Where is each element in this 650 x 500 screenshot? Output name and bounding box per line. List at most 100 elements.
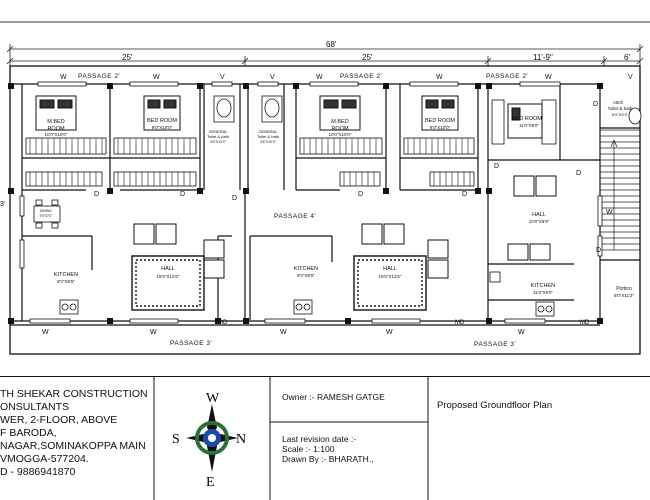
mark-w: W [150,329,157,336]
mark-w: W [386,329,393,336]
kitchen-2-label: KITCHEN [294,266,318,272]
revision-details: Last revision date :- Scale :- 1:100 Dra… [282,434,373,464]
passage-bottom-right: PASSAGE 3' [474,341,516,348]
bed-room-1-size: 9'0"X10'0" [152,125,173,130]
floor-plan-drawing: 68' 25' 25' 11'-9" 6' 3' [0,21,650,355]
passage-bottom-left: PASSAGE 3' [170,340,212,347]
scale: Scale :- 1:100 [282,444,335,454]
bed-room-3-size: 11'0"X8'0" [519,123,539,128]
mark-w: W [316,74,323,81]
dimension-seg1: 25' [122,53,133,62]
stoves [59,271,555,317]
kitchen-3-label: KITCHEN [531,283,555,289]
mark-w: W [280,329,287,336]
kitchen-1-size: 8'0"X8'6" [57,279,75,284]
mark-md: MD [580,320,590,326]
unit1-walls [21,84,241,321]
mark-d: D [180,191,185,198]
firm-line: TH SHEKAR CONSTRUCTION [0,388,148,400]
mark-v: V [270,74,275,81]
rugs [131,255,427,311]
wardrobes [25,99,557,187]
m-bed-1b-label: ROOM [47,126,65,132]
mark-w: W [42,329,49,336]
firm-details: TH SHEKAR CONSTRUCTION ONSULTANTS WER, 2… [0,388,154,479]
mark-w: W [545,74,552,81]
passage-top-left: PASSAGE 2' [78,73,120,80]
hall-2-size: 15'0"X12'6" [379,274,402,279]
hall-1-size: 15'0"X12'6" [157,274,180,279]
attach-label: Attch [613,100,624,105]
drawn-by: Drawn By :- BHARATH., [282,454,374,464]
gen-toilet-2-size: 4'6"X10'0" [260,140,277,144]
mark-d: D [593,101,598,108]
unit2-walls [244,84,479,320]
mark-md: MD [455,320,465,326]
dimension-left: 3' [0,201,5,208]
mark-v: V [628,74,633,81]
dining-table [33,199,61,229]
dimension-seg3: 11'-9" [533,53,553,62]
firm-line: D - 9886941870 [0,466,76,478]
mark-d: D [462,191,467,198]
gen-toilet-2b-label: Toilet & bath [257,134,279,139]
sofas [133,175,557,279]
m-bed-2b-label: ROOM [331,126,349,132]
mark-d: D [494,163,499,170]
dimension-seg2: 25' [362,53,373,62]
gen-toilet-1-label: GENERAL [208,129,228,134]
hall-3-label: HALL [532,212,546,218]
mark-w: W [436,74,443,81]
overall-dimension: 68' [326,40,337,49]
firm-line: NAGAR,SOMINAKOPPA MAIN [0,440,146,452]
firm-line: WER, 2-FLOOR, ABOVE [0,414,118,426]
mark-w: W [153,74,160,81]
m-bed-1-size: 10'0"X10'0" [45,132,68,137]
hall-3-size: 10'0"X8'9" [529,219,550,224]
kitchen-2-size: 8'0"X8'6" [297,273,315,278]
compass-s: E [206,475,215,488]
passage-mid: PASSAGE 4' [274,213,316,220]
title-block-frame [0,376,650,500]
kitchen-3-size: 11'0"X5'0" [533,290,553,295]
kitchen-1-label: KITCHEN [54,272,78,278]
mark-v: V [220,74,225,81]
firm-line: VMOGGA-577204. [0,453,89,465]
compass-w: S [172,432,180,447]
mark-w: W [60,74,67,81]
mark-d: D [576,170,581,177]
compass-e: N [236,432,246,447]
columns [8,83,603,324]
m-bed-2-size: 10'0"X10'0" [329,132,352,137]
bed-room-2-label: BED ROOM [425,118,455,124]
dining-label: DINING [40,209,53,213]
m-bed-2-label: M.BED [331,119,348,125]
mark-d: D [232,195,237,202]
compass-icon: W E S N [172,391,246,488]
portico-label: Portico [616,286,632,292]
passage-top-mid: PASSAGE 2' [340,73,382,80]
hall-2-label: HALL [383,266,397,272]
mark-md: MD [218,320,228,326]
bed-room-3-label: BED ROOM [512,116,542,122]
attach-b-label: Toilet & bath [608,106,633,111]
bed-room-2-size: 9'0"X10'0" [430,125,451,130]
mark-w: W [518,329,525,336]
mark-w: W [606,209,613,216]
gen-toilet-1b-label: Toilet & bath [207,134,229,139]
bed-room-1-label: BED ROOM [147,118,177,124]
title-block: TH SHEKAR CONSTRUCTION ONSULTANTS WER, 2… [0,376,650,500]
portico-size: 6'0"X11'3" [614,293,634,298]
passage-top-right: PASSAGE 2' [486,73,528,80]
mark-d: D [358,191,363,198]
beds [35,95,543,139]
plan-title: Proposed Groundfloor Plan [437,400,553,411]
attach-size: 6'0"X4'3" [612,112,629,117]
compass-n: W [206,391,220,406]
dimension-seg4: 6' [624,53,630,62]
firm-line: ONSULTANTS [0,401,70,413]
hall-1-label: HALL [161,266,175,272]
mark-d: D [94,191,99,198]
last-revision: Last revision date :- [282,434,357,444]
staircase [600,129,640,251]
